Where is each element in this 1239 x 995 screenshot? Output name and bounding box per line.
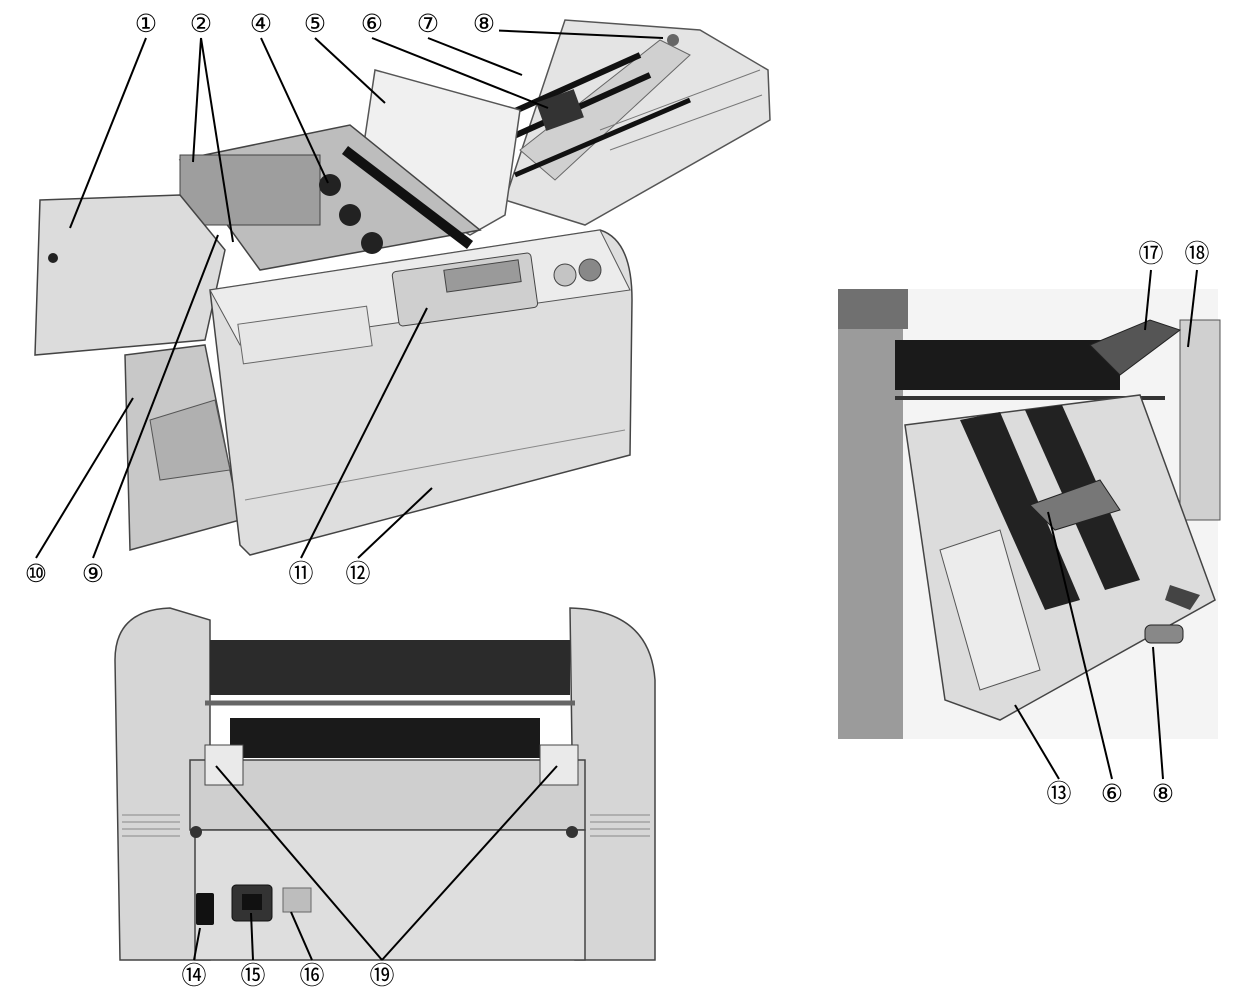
- callout-2: ②: [189, 9, 213, 38]
- right-side-view-photo: [838, 289, 1221, 739]
- callout-18: ⑱: [1184, 239, 1210, 268]
- callout-5: ⑤: [303, 9, 327, 38]
- callout-4: ④: [249, 9, 273, 38]
- leader-lines: [35, 29, 1198, 961]
- callout-19: ⑲: [369, 961, 395, 990]
- callout-8-side: ⑧: [1151, 779, 1175, 808]
- front-view-photo: [34, 19, 771, 556]
- callout-17: ⑰: [1138, 239, 1164, 268]
- callout-15: ⑮: [240, 961, 266, 990]
- callout-7: ⑦: [416, 9, 440, 38]
- callout-1: ①: [134, 9, 158, 38]
- callout-6-front: ⑥: [360, 9, 384, 38]
- callout-10: ⑩: [24, 559, 48, 588]
- callout-12: ⑫: [345, 559, 371, 588]
- callout-16: ⑯: [299, 961, 325, 990]
- callout-13: ⑬: [1046, 779, 1072, 808]
- callout-14: ⑭: [181, 961, 207, 990]
- callout-6-side: ⑥: [1100, 779, 1124, 808]
- callout-9: ⑨: [81, 559, 105, 588]
- callout-8-front: ⑧: [472, 9, 496, 38]
- rear-view-photo: [114, 607, 656, 961]
- callout-11: ⑪: [288, 559, 314, 588]
